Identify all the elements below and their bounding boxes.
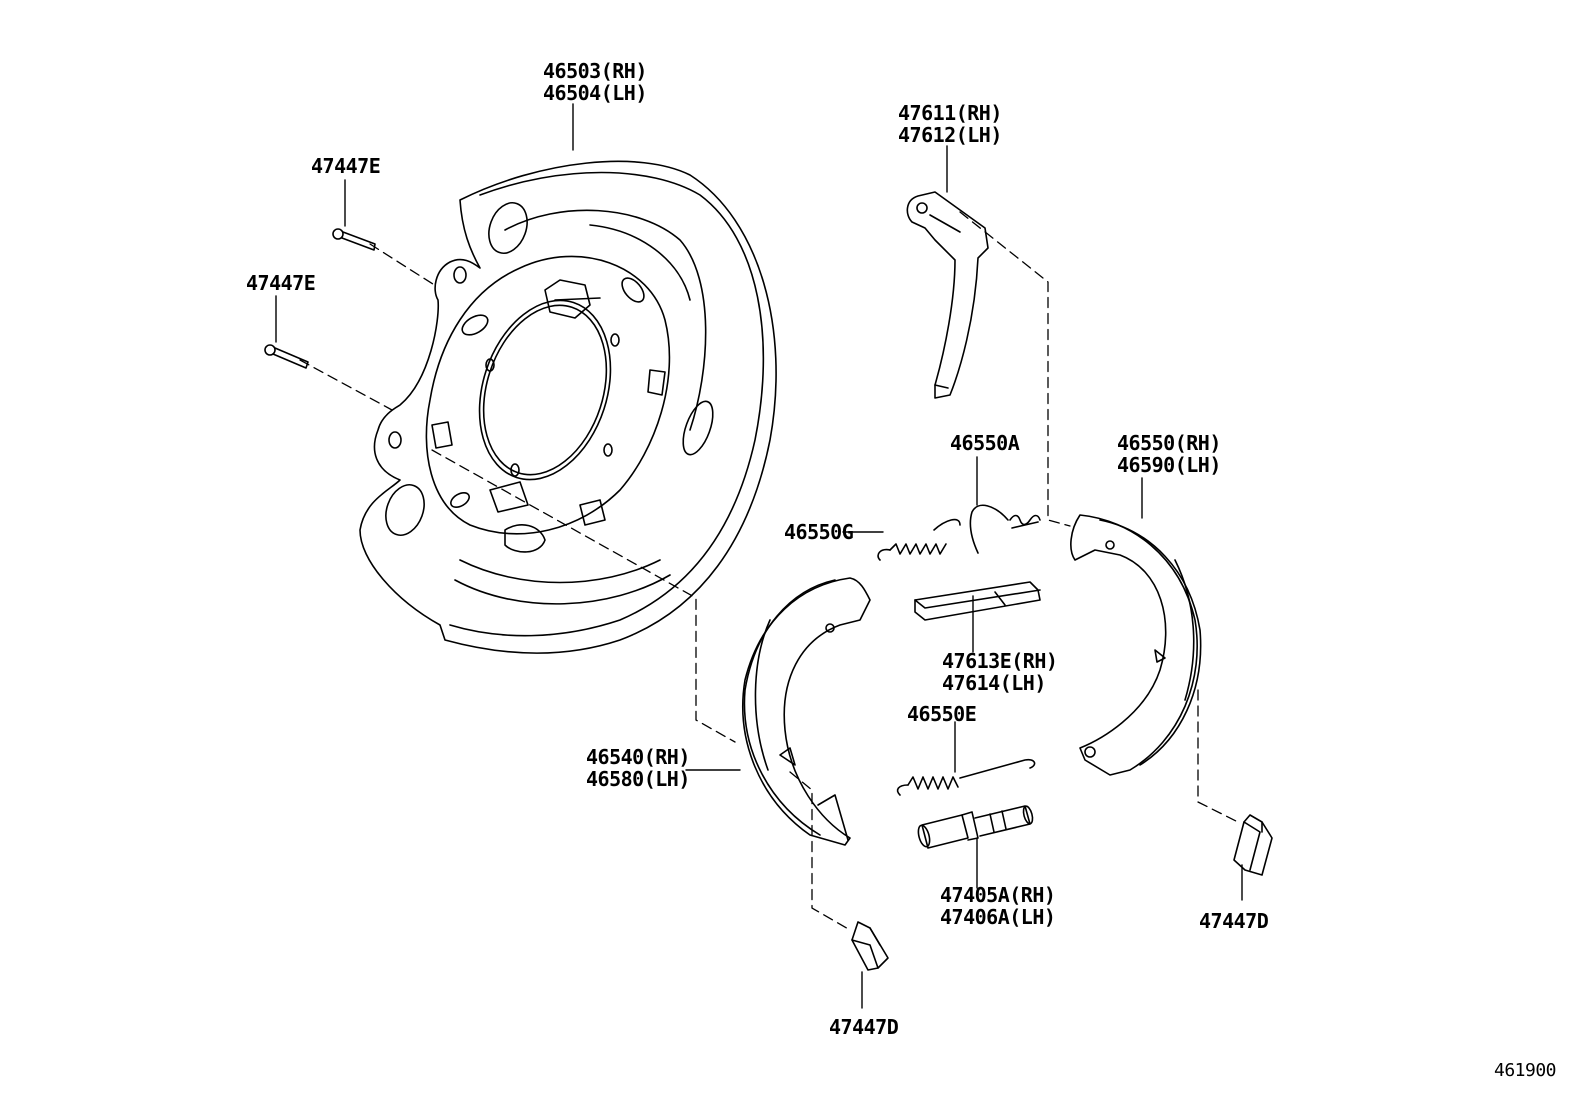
dashed-assembly-lines <box>299 211 1239 931</box>
clip-left-drawing <box>851 921 889 971</box>
label-strut: 47613E(RH) 47614(LH) <box>942 649 1058 695</box>
spring-g-drawing <box>877 518 961 561</box>
label-spring-a: 46550A <box>950 431 1020 455</box>
label-spring-e: 46550E <box>907 702 977 726</box>
label-spring-g: 46550G <box>784 520 854 544</box>
parking-lever-drawing <box>906 191 989 399</box>
bolt-upper-drawing <box>332 228 376 251</box>
adjuster-drawing <box>917 805 1034 849</box>
bolt-lower-drawing <box>264 344 309 369</box>
label-adjuster: 47405A(RH) 47406A(LH) <box>940 883 1056 929</box>
spring-e-drawing <box>896 758 1036 796</box>
label-parking-lever: 47611(RH) 47612(LH) <box>898 101 1002 147</box>
label-bolt-lower: 47447E <box>246 271 316 295</box>
label-shoe-front: 46540(RH) 46580(LH) <box>586 745 690 791</box>
spring-a-drawing <box>969 504 1041 554</box>
label-bolt-upper: 47447E <box>311 154 381 178</box>
label-clip-right: 47447D <box>1199 909 1269 933</box>
strut-drawing <box>914 581 1041 621</box>
shoe-rear-drawing <box>1070 514 1202 776</box>
label-shoe-rear: 46550(RH) 46590(LH) <box>1117 431 1221 477</box>
label-backing-plate: 46503(RH) 46504(LH) <box>543 59 647 105</box>
backing-plate-drawing <box>359 160 777 654</box>
diagram-reference-number: 461900 <box>1494 1060 1557 1081</box>
label-clip-left: 47447D <box>829 1015 899 1039</box>
shoe-front-drawing <box>742 577 871 846</box>
leader-lines <box>275 103 1243 1009</box>
clip-right-drawing <box>1233 814 1273 876</box>
